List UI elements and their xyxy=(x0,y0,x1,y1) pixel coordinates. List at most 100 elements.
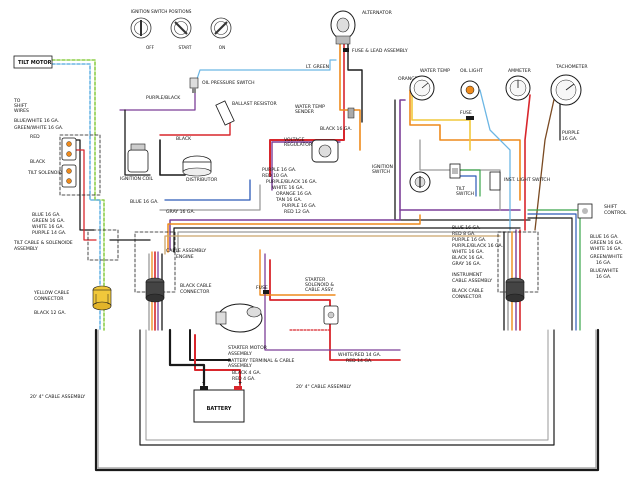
ignition-switch xyxy=(409,171,431,193)
blue-white-16-rr-label-1: BLUE/WHITE xyxy=(590,268,618,274)
wire-inner-cable xyxy=(139,329,555,446)
cable-20-left-label: 20' 4" CABLE ASSEMBLY xyxy=(30,394,85,400)
starter-motor-label-2: ASSEMBLY xyxy=(228,351,252,357)
water-temp-label: WATER TEMP xyxy=(420,68,450,74)
battery-plus: + xyxy=(238,380,242,386)
red-8-r-label: RED 8 GA. xyxy=(452,231,476,237)
tilt-cable-label-2: ASSEMBLY xyxy=(14,246,38,252)
wire-outer-cable-gray xyxy=(97,329,597,469)
green-white-16-rr-label-2: 16 GA. xyxy=(596,260,611,266)
purple-black-16-r-label: PURPLE/BLACK 16 GA. xyxy=(452,243,503,249)
wire-engine-blue xyxy=(164,179,251,201)
shift-control-label-2: CONTROL xyxy=(604,210,627,216)
purple-14-l-label: PURPLE 14 GA. xyxy=(32,230,66,236)
black-16-r-label: BLACK 16 GA. xyxy=(452,255,484,261)
red-10-label: RED 10 GA. xyxy=(262,173,288,179)
tilt-solenoids-label: TILT SOLENOIDS xyxy=(27,170,65,176)
yellow-cable-connector xyxy=(92,285,112,311)
water-temp-gauge xyxy=(409,75,435,101)
wire-run-tan xyxy=(164,235,501,255)
wire-run-gray xyxy=(177,231,511,253)
ignition-positions-label: IGNITION SWITCH POSITIONS xyxy=(131,9,192,14)
water-temp-sender xyxy=(347,107,355,119)
to-shift-label-2: SHIFT xyxy=(14,103,27,109)
wire-alt-lightgreen xyxy=(195,59,337,83)
ignition-off-icon xyxy=(130,17,152,39)
wire-starter-black xyxy=(189,329,231,361)
yellow-cable-label-2: CONNECTOR xyxy=(34,296,64,302)
ballast-label: BALLAST RESISTOR xyxy=(232,101,278,107)
blue-white-16-label: BLUE/WHITE 16 GA. xyxy=(14,118,59,124)
tilt-switch xyxy=(449,163,461,179)
tilt-solenoid-dash xyxy=(59,134,101,196)
purple-16-r-label-1: PURPLE xyxy=(562,130,580,136)
instrument-cable-label-2: CABLE ASSEMBLY xyxy=(452,278,492,284)
purple-black-16-label: PURPLE/BLACK 16 GA. xyxy=(266,179,317,185)
alternator-label: ALTERNATOR xyxy=(362,10,393,16)
wire-engine-black1 xyxy=(124,109,151,176)
black-cable-r-label-1: BLACK CABLE xyxy=(452,288,484,294)
starter-solenoid-label-3: CABLE ASSY. xyxy=(305,287,334,293)
gray-16-r-label: GRAY 16 GA. xyxy=(452,261,481,267)
ignition-switch-label-2: SWITCH xyxy=(372,169,390,175)
alternator xyxy=(330,10,356,45)
wire-alt-black xyxy=(347,39,363,123)
blue-white-16-rr-label-2: 16 GA. xyxy=(596,274,611,280)
ballast-resistor xyxy=(215,100,235,126)
tachometer-label: TACHOMETER xyxy=(555,64,588,70)
wire-engine-purple-black xyxy=(119,84,196,111)
tilt-solenoid-2 xyxy=(61,164,77,188)
wire-run-purple xyxy=(169,209,401,251)
wire-starter-red xyxy=(269,259,401,361)
tilt-motor-label: TILT MOTOR xyxy=(18,60,52,66)
wire-inner-cable-2 xyxy=(145,329,549,441)
shift-control xyxy=(577,203,593,219)
wire-engine-gray xyxy=(159,184,261,211)
battery-terminal-label-1: BATTERY TERMINAL & CABLE xyxy=(228,358,294,364)
black-cable-label-1: BLACK CABLE xyxy=(180,283,212,289)
fuse-mid-label: FUSE xyxy=(256,285,268,291)
wire-shift-black xyxy=(527,217,573,331)
oil-light-label: OIL LIGHT xyxy=(460,68,483,74)
wire-tilt-blue-dash xyxy=(51,63,101,331)
cable-20-label: 20' 4" CABLE ASSEMBLY xyxy=(296,384,351,390)
oil-pressure-switch xyxy=(189,77,199,93)
wire-starter-red-battery xyxy=(194,334,241,386)
tilt-cable-dash xyxy=(87,229,119,261)
ignition-switch-positions: IGNITION SWITCH POSITIONS OFF START ON xyxy=(130,9,232,50)
wire-dash-brown xyxy=(534,94,556,231)
starter-solenoid-label-2: SOLENOID & xyxy=(305,282,334,288)
red-left-label: RED xyxy=(30,134,40,140)
white-16-r-label: WHITE 16 GA. xyxy=(452,249,484,255)
ignition-off-label: OFF xyxy=(146,45,155,50)
wire-run-orange xyxy=(167,214,421,253)
purple-16b-label: PURPLE 16 GA. xyxy=(282,203,316,209)
starter-solenoid-label-1: STARTER xyxy=(305,277,326,283)
orange-16-label: ORANGE 16 GA. xyxy=(276,191,313,197)
white-red-14-label: WHITE/RED 14 GA. xyxy=(338,352,381,358)
starter-solenoid xyxy=(323,305,339,325)
lt-green-label: LT. GREEN xyxy=(306,64,329,70)
voltage-reg-label-2: REGULATOR xyxy=(284,142,313,148)
starter-motor xyxy=(215,303,263,333)
water-temp-sender-label-1: WATER TEMP xyxy=(295,104,325,110)
wire-battery-black xyxy=(168,328,206,387)
blue-16-r-label: BLUE 16 GA. xyxy=(452,225,481,231)
voltage-reg-label-1: VOLTAGE xyxy=(284,137,305,143)
wire-dash-red xyxy=(524,94,531,231)
tilt-cable-label-1: TILT CABLE & SOLENOIDE xyxy=(13,240,73,246)
green-white-16-rr-label-1: GREEN/WHITE xyxy=(590,254,623,260)
wire-engine-black2 xyxy=(159,139,186,176)
ammeter-label: AMMETER xyxy=(508,68,532,74)
wire-tilt-switch-blue xyxy=(457,175,477,197)
fuse-right xyxy=(466,116,474,120)
red-12-label: RED 12 GA. xyxy=(284,209,310,215)
tilt-switch-label-2: SWITCH xyxy=(456,191,474,197)
wire-engine-red xyxy=(159,114,231,136)
wire-run-black xyxy=(173,227,521,253)
wire-tilt-switch-green xyxy=(454,169,481,197)
tilt-switch-label-1: TILT xyxy=(455,186,465,192)
wire-dash-purple xyxy=(399,99,521,211)
wire-outer-cable-black xyxy=(94,328,600,472)
wire-red-bus xyxy=(269,129,345,177)
